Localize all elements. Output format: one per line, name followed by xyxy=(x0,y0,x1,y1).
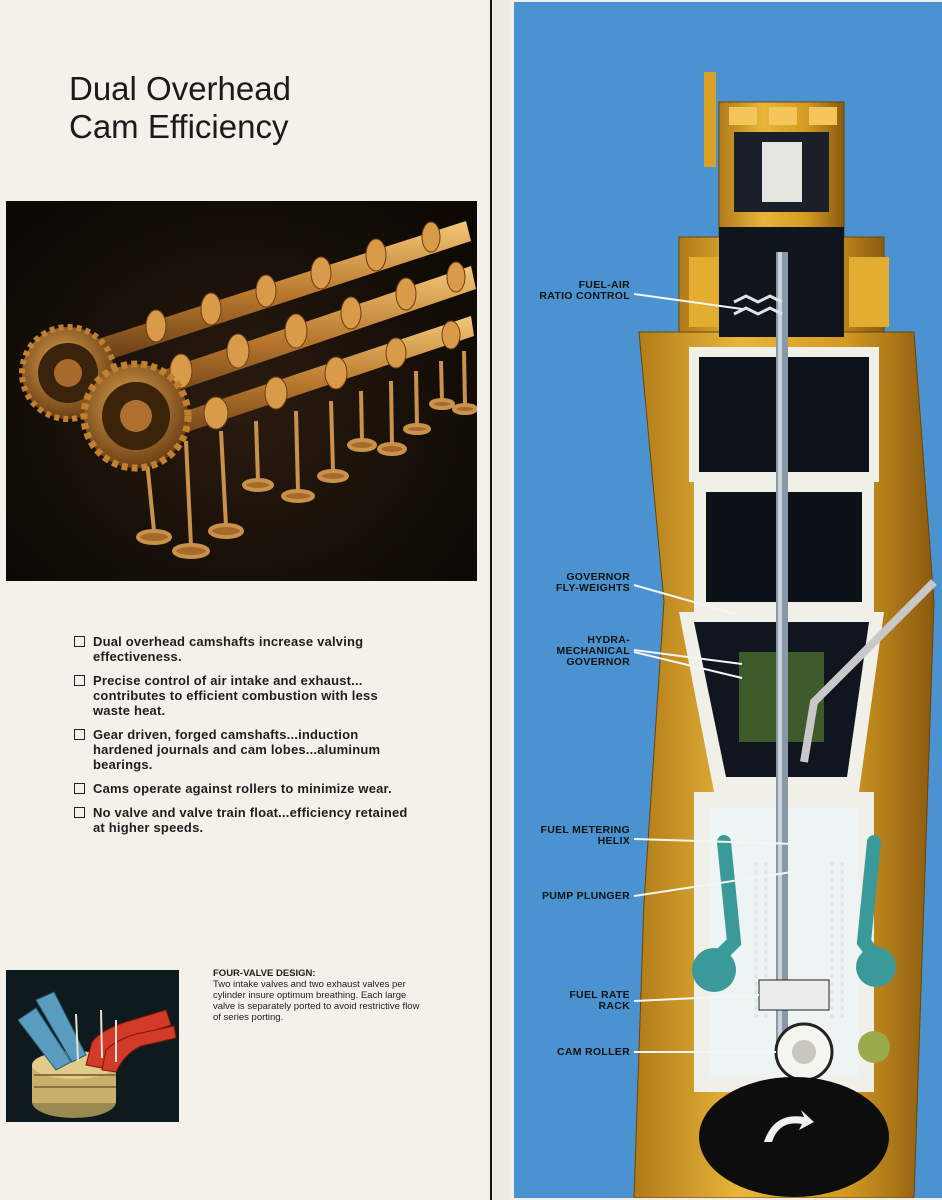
label-hydra-mechanical-governor: HYDRA- MECHANICAL GOVERNOR xyxy=(556,634,630,668)
list-item: No valve and valve train float...efficie… xyxy=(74,805,408,835)
page-gutter xyxy=(492,0,510,1200)
page-title: Dual Overhead Cam Efficiency xyxy=(69,70,449,146)
list-item: Gear driven, forged camshafts...inductio… xyxy=(74,727,408,772)
checkbox-icon xyxy=(74,807,85,818)
title-line-1: Dual Overhead xyxy=(69,70,291,107)
title-line-2: Cam Efficiency xyxy=(69,108,289,145)
camshaft-illustration xyxy=(19,221,477,559)
label-pump-plunger: PUMP PLUNGER xyxy=(542,890,630,902)
left-page: Dual Overhead Cam Efficiency xyxy=(6,70,477,1122)
caption-body: Two intake valves and two exhaust valves… xyxy=(213,979,420,1023)
camshaft-photo xyxy=(6,201,477,581)
caption-title: FOUR-VALVE DESIGN: xyxy=(213,968,316,979)
checkbox-icon xyxy=(74,783,85,794)
four-valve-photo xyxy=(6,970,179,1122)
feature-list: Dual overhead camshafts increase valving… xyxy=(74,634,408,844)
label-fuel-rate-rack: FUEL RATE RACK xyxy=(569,989,630,1012)
list-item: Cams operate against rollers to minimize… xyxy=(74,781,408,796)
checkbox-icon xyxy=(74,729,85,740)
label-fuel-metering-helix: FUEL METERING HELIX xyxy=(540,824,630,847)
checkbox-icon xyxy=(74,636,85,647)
four-valve-illustration xyxy=(17,991,177,1118)
injector-cutaway-illustration xyxy=(633,72,937,1198)
label-fuel-air-ratio-control: FUEL-AIR RATIO CONTROL xyxy=(539,279,630,302)
label-governor-fly-weights: GOVERNOR FLY-WEIGHTS xyxy=(555,571,630,594)
four-valve-caption: FOUR-VALVE DESIGN: Two intake valves and… xyxy=(213,968,423,1023)
page-fold-line xyxy=(490,0,492,1200)
list-item: Precise control of air intake and exhaus… xyxy=(74,673,408,718)
fuel-injector-cutaway: FUEL-AIR RATIO CONTROL GOVERNOR FLY-WEIG… xyxy=(514,2,942,1198)
label-cam-roller: CAM ROLLER xyxy=(557,1046,630,1058)
list-item: Dual overhead camshafts increase valving… xyxy=(74,634,408,664)
checkbox-icon xyxy=(74,675,85,686)
